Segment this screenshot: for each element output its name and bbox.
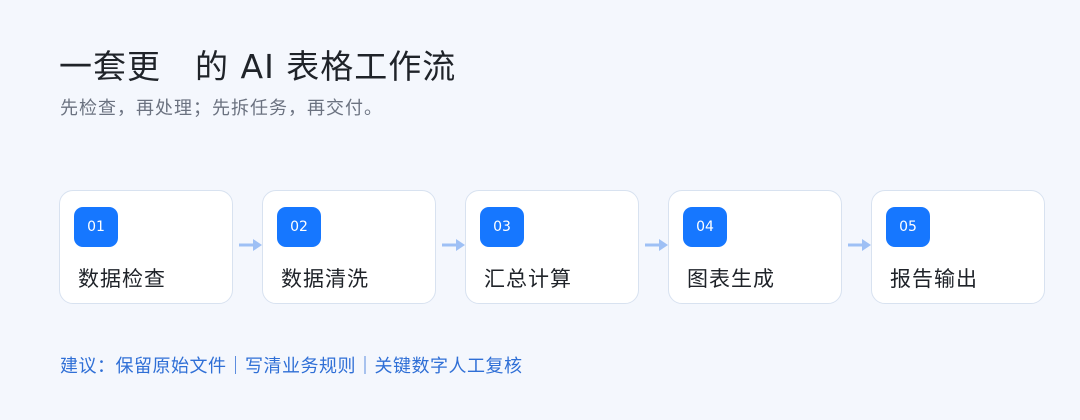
step-number-badge: 03 — [480, 207, 524, 247]
page-title: 一套更 的 AI 表格工作流 — [59, 47, 457, 86]
step-card-3: 03 汇总计算 — [465, 190, 639, 304]
step-label: 数据清洗 — [281, 267, 369, 291]
step-label: 汇总计算 — [484, 267, 572, 291]
step-card-5: 05 报告输出 — [871, 190, 1045, 304]
page-subtitle: 先检查，再处理；先拆任务，再交付。 — [60, 98, 383, 119]
arrow-right-icon — [239, 239, 262, 251]
step-number-badge: 04 — [683, 207, 727, 247]
step-label: 报告输出 — [890, 267, 978, 291]
step-card-2: 02 数据清洗 — [262, 190, 436, 304]
step-label: 数据检查 — [78, 267, 166, 291]
step-label: 图表生成 — [687, 267, 775, 291]
step-number-badge: 02 — [277, 207, 321, 247]
step-card-4: 04 图表生成 — [668, 190, 842, 304]
arrow-right-icon — [848, 239, 871, 251]
arrow-right-icon — [645, 239, 668, 251]
arrow-right-icon — [442, 239, 465, 251]
step-number-badge: 01 — [74, 207, 118, 247]
step-card-1: 01 数据检查 — [59, 190, 233, 304]
step-number-badge: 05 — [886, 207, 930, 247]
tips-text: 建议：保留原始文件｜写清业务规则｜关键数字人工复核 — [60, 356, 523, 377]
